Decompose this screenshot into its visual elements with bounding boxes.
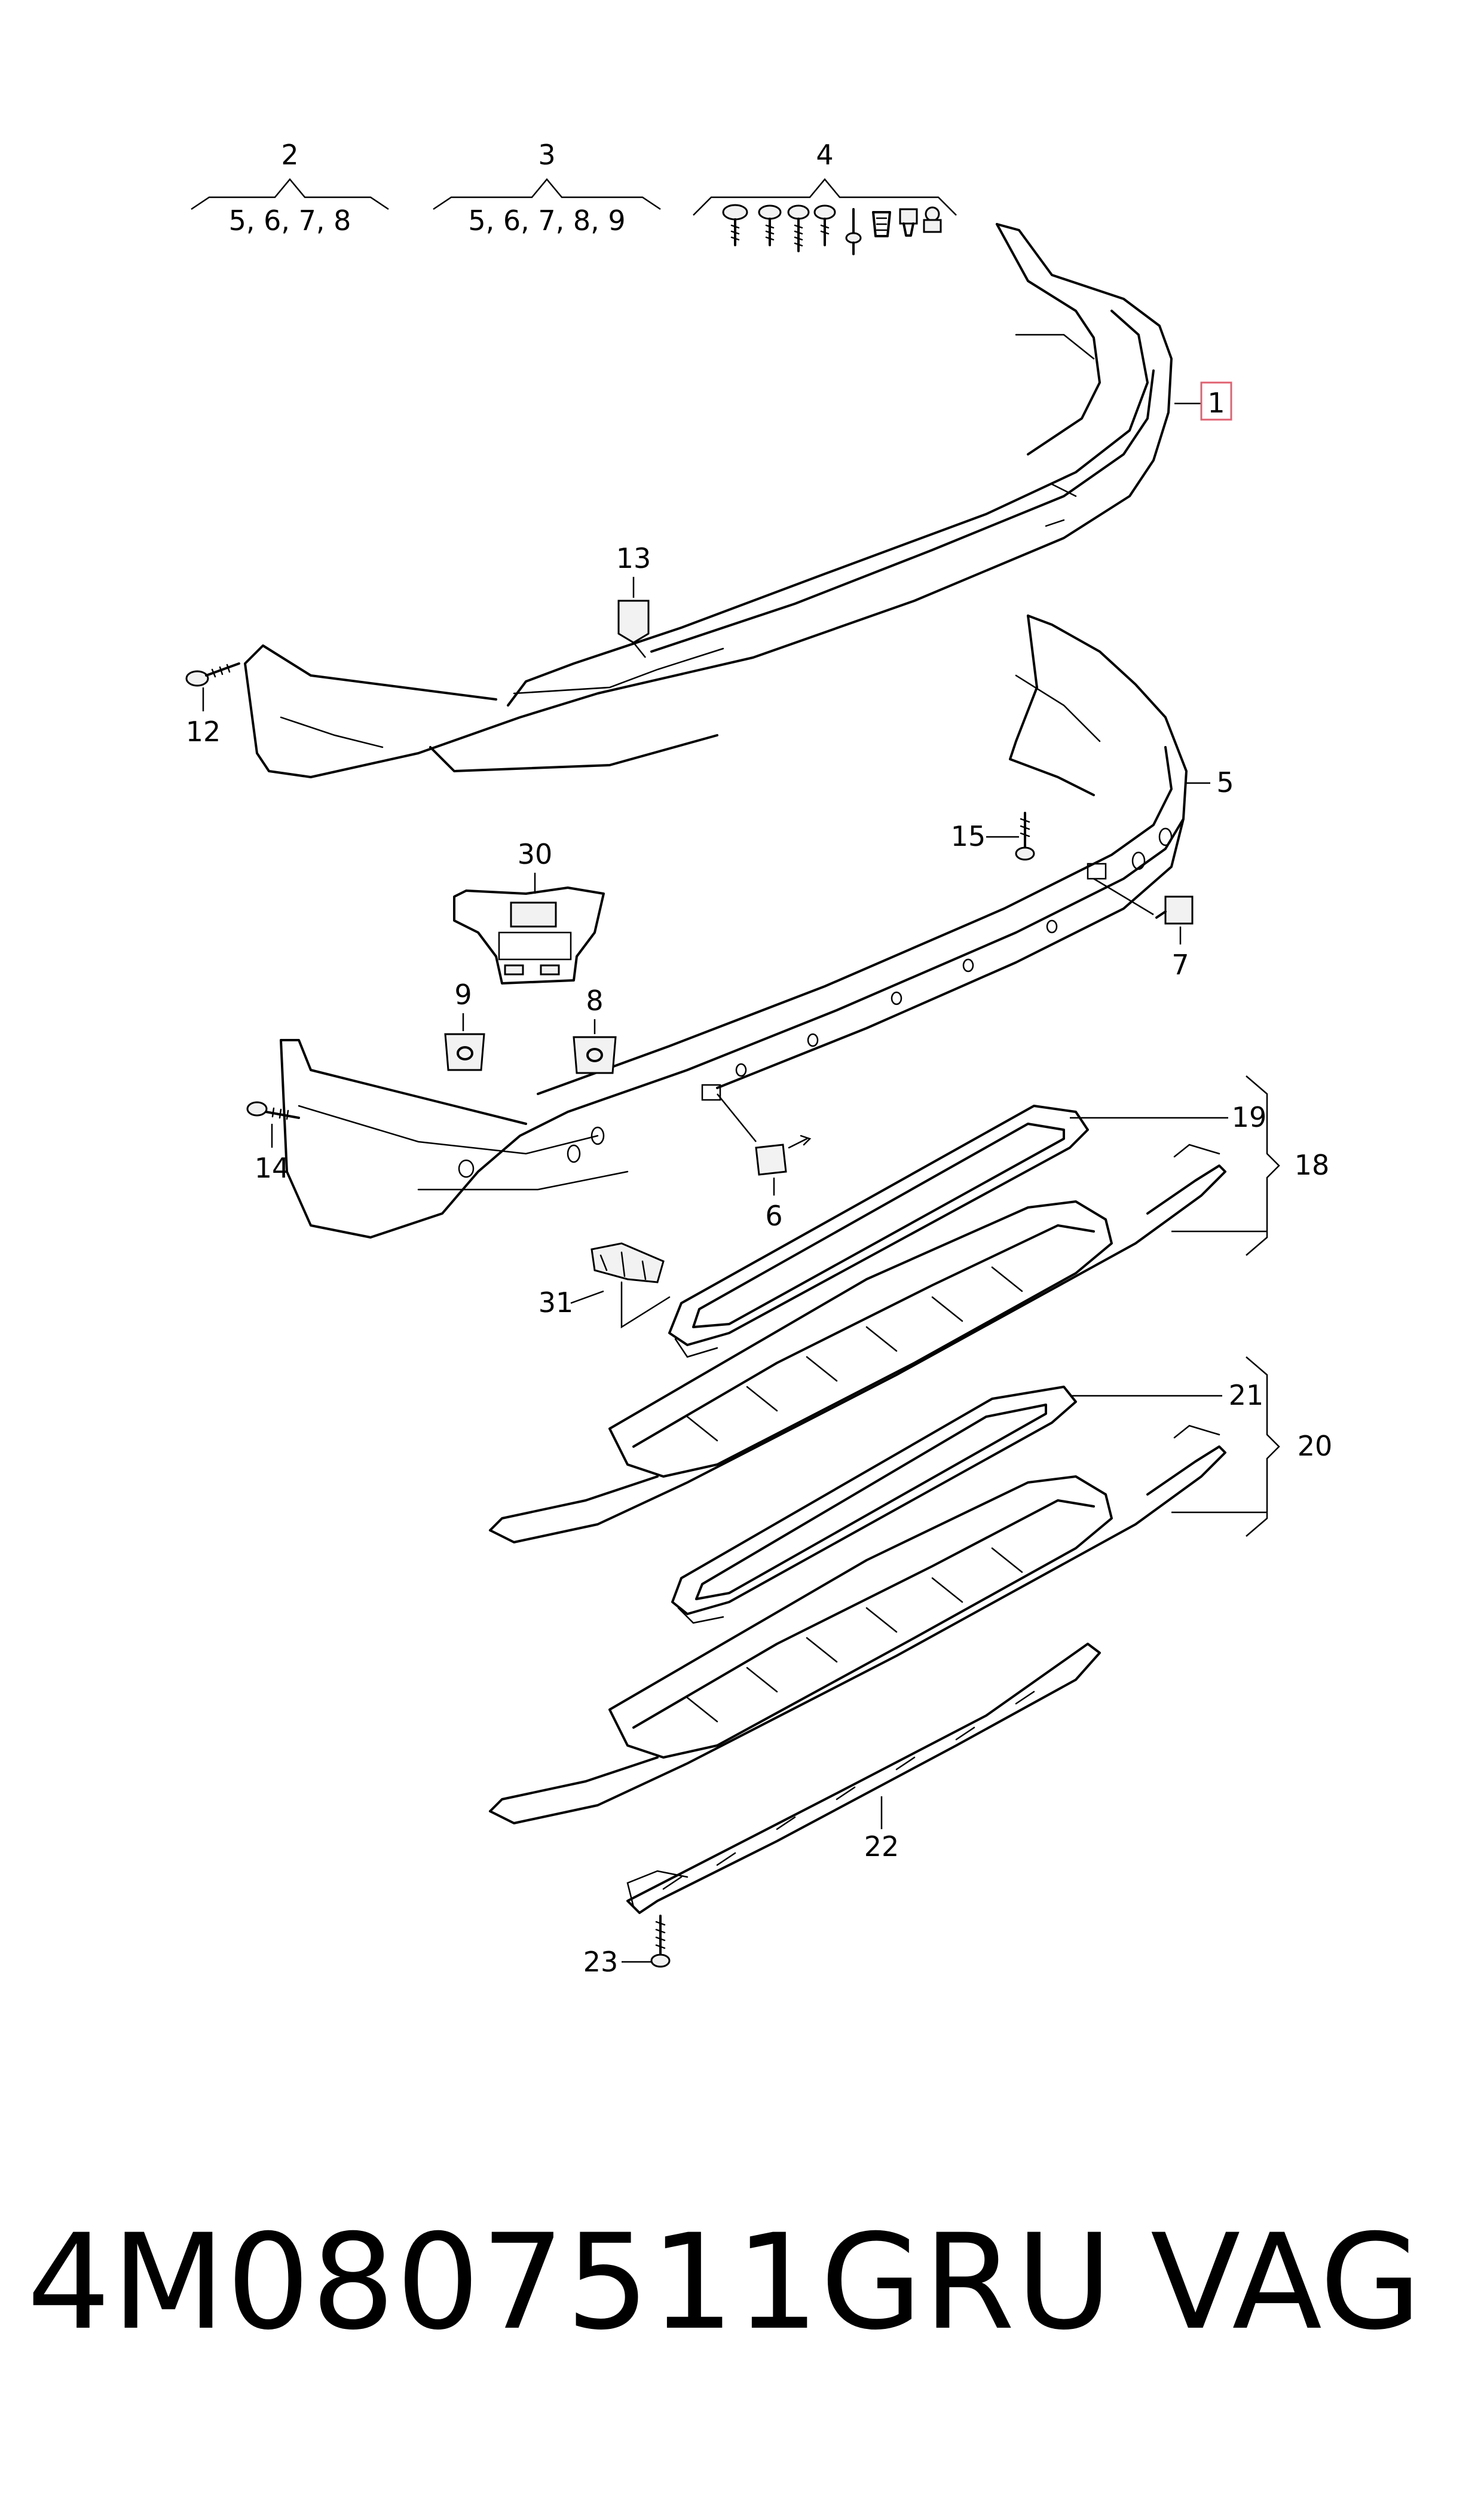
- callout-4: 4: [816, 139, 833, 171]
- part-number-text: 4M0807511GRU: [27, 2206, 1113, 2359]
- bracket-part-30: 30: [453, 838, 605, 985]
- callout-15: 15: [951, 820, 986, 852]
- callout-2: 2: [281, 139, 298, 171]
- callout-3: 3: [538, 139, 555, 171]
- cap-part-7: 7: [1093, 878, 1194, 981]
- group-3-header: 3 5, 6, 7, 8, 9: [433, 139, 661, 237]
- cap-part-6: 6: [717, 1093, 812, 1232]
- callout-5-lead: 5: [1186, 766, 1234, 799]
- callout-8: 8: [586, 985, 603, 1017]
- callout-20-21-brace: 21 20: [1070, 1356, 1333, 1537]
- callout-14: 14: [255, 1152, 290, 1184]
- callout-19: 19: [1232, 1101, 1267, 1133]
- clip-part-9: 9: [444, 979, 485, 1071]
- callout-31: 31: [538, 1286, 574, 1319]
- screw-part-12: 12: [185, 662, 240, 748]
- callout-12: 12: [186, 716, 221, 748]
- group-3-items: 5, 6, 7, 8, 9: [468, 204, 625, 237]
- callout-18: 18: [1295, 1149, 1330, 1181]
- callout-1-box: 1: [1174, 381, 1232, 421]
- fastener-set-icon: [722, 204, 942, 255]
- group-2-items: 5, 6, 7, 8: [229, 204, 351, 237]
- bumper-lower-part-5: [280, 615, 1188, 1239]
- callout-1: 1: [1207, 387, 1225, 419]
- brand-text: VAG: [1151, 2206, 1422, 2359]
- diffuser-part-18: [489, 1144, 1226, 1543]
- callout-23: 23: [583, 1946, 619, 1978]
- group-2-header: 2 5, 6, 7, 8: [191, 139, 389, 237]
- callout-9: 9: [454, 979, 472, 1011]
- callout-5: 5: [1216, 766, 1234, 799]
- callout-22: 22: [864, 1830, 899, 1863]
- trim-frame-part-19: [668, 1105, 1089, 1358]
- sensor-part-31: 31: [538, 1242, 671, 1329]
- screw-part-15: 15: [951, 812, 1035, 861]
- callout-30: 30: [518, 838, 553, 870]
- group-4-header: 4: [693, 139, 957, 255]
- bracket-part-13: 13: [616, 542, 651, 658]
- callout-7: 7: [1171, 949, 1189, 981]
- screw-part-23: 23: [583, 1915, 671, 1978]
- diffuser-part-20: [489, 1424, 1226, 1824]
- callout-13: 13: [616, 542, 651, 574]
- callout-21: 21: [1229, 1379, 1264, 1411]
- strip-part-22: 22: [626, 1643, 1101, 1914]
- callout-6: 6: [765, 1200, 782, 1232]
- callout-18-19-brace: 19 18: [1070, 1075, 1330, 1256]
- clip-part-8: 8: [573, 985, 617, 1074]
- callout-20: 20: [1298, 1430, 1333, 1462]
- screw-part-14: 14: [246, 1101, 300, 1184]
- trim-frame-part-21: [671, 1386, 1077, 1624]
- bumper-cover-part-1: [244, 223, 1173, 778]
